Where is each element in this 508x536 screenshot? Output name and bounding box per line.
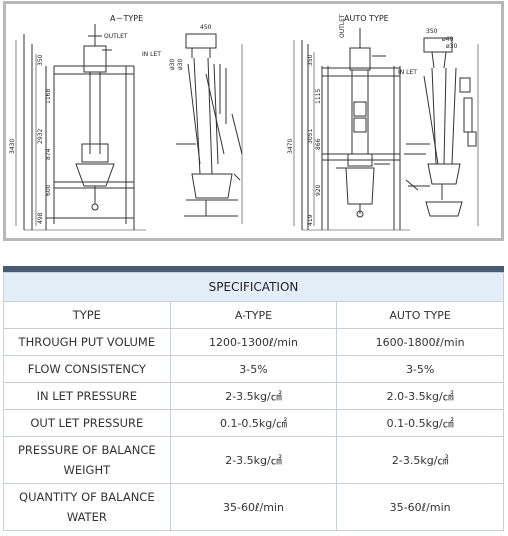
a-type-dim-e: 498 <box>37 212 44 224</box>
a-type-dim-b: 1168 <box>45 89 52 104</box>
a-type-value: 2-3.5kg/㎠ <box>169 382 338 410</box>
a-type-dim-a: 2932 <box>37 129 44 144</box>
auto-type-dim-e: 419 <box>307 214 314 226</box>
row-label: QUANTITY OF BALANCE WATER <box>3 483 171 531</box>
row-label: THROUGH PUT VOLUME <box>3 328 171 356</box>
auto-type-dim-a: 3051 <box>307 129 314 144</box>
a-type-dim-d: 600 <box>45 184 52 196</box>
auto-type-value: 1600-1800ℓ/min <box>336 328 504 356</box>
auto-type-value: 0.1-0.5kg/㎠ <box>336 409 504 437</box>
a-type-value: 1200-1300ℓ/min <box>169 328 338 356</box>
row-label: PRESSURE OF BALANCE WEIGHT <box>3 436 171 484</box>
a-type-dim-pipe1: ø30 <box>169 59 176 70</box>
auto-type-outlet-label: OUTLET <box>339 14 346 38</box>
auto-type-title: AUTO TYPE <box>344 14 389 23</box>
a-type-value: A-TYPE <box>169 301 338 329</box>
a-type-value: 2-3.5kg/㎠ <box>169 436 338 484</box>
table-row: IN LET PRESSURE 2-3.5kg/㎠ 2.0-3.5kg/㎠ <box>3 382 504 410</box>
a-type-value: 3-5% <box>169 355 338 383</box>
table-row: TYPE A-TYPE AUTO TYPE <box>3 301 504 329</box>
table-row: PRESSURE OF BALANCE WEIGHT 2-3.5kg/㎠ 2-3… <box>3 436 504 484</box>
auto-type-inlet-label: IN LET <box>398 69 417 76</box>
a-type-dim-pipe2: ø30 <box>177 59 184 70</box>
auto-type-dim-pipe1: ø40 <box>442 36 453 43</box>
a-type-value: 35-60ℓ/min <box>169 483 338 531</box>
row-label: FLOW CONSISTENCY <box>3 355 171 383</box>
auto-type-dim-width: 350 <box>426 28 438 35</box>
auto-type-dim-c: 866 <box>315 138 322 150</box>
specification-table: SPECIFICATION TYPE A-TYPE AUTO TYPE THRO… <box>3 272 504 531</box>
auto-type-dim-pipe2: ø30 <box>446 43 457 50</box>
a-type-outlet-label: OUTLET <box>104 33 128 40</box>
auto-type-dim-total: 3470 <box>287 139 294 154</box>
table-row: OUT LET PRESSURE 0.1-0.5kg/㎠ 0.1-0.5kg/㎠ <box>3 409 504 437</box>
spec-top-bar <box>3 266 504 272</box>
auto-type-dim-d: 920 <box>315 184 322 196</box>
spec-title: SPECIFICATION <box>3 272 504 302</box>
table-row: FLOW CONSISTENCY 3-5% 3-5% <box>3 355 504 383</box>
auto-type-value: 3-5% <box>336 355 504 383</box>
specification-section: SPECIFICATION TYPE A-TYPE AUTO TYPE THRO… <box>3 266 504 531</box>
technical-drawing-frame: A－TYPE AUTO TYPE OUTLET IN LET 3430 2932… <box>3 1 504 241</box>
auto-type-value: AUTO TYPE <box>336 301 504 329</box>
a-type-inlet-label: IN LET <box>142 51 161 58</box>
auto-type-value: 2-3.5kg/㎠ <box>336 436 504 484</box>
auto-type-dim-b: 1115 <box>315 89 322 104</box>
technical-drawing: A－TYPE AUTO TYPE OUTLET IN LET 3430 2932… <box>9 14 479 231</box>
a-type-dim-c: 874 <box>45 148 52 160</box>
auto-type-dim-top: 350 <box>307 54 314 66</box>
a-type-dim-top: 350 <box>37 54 44 66</box>
table-row: THROUGH PUT VOLUME 1200-1300ℓ/min 1600-1… <box>3 328 504 356</box>
a-type-value: 0.1-0.5kg/㎠ <box>169 409 338 437</box>
auto-type-value: 2.0-3.5kg/㎠ <box>336 382 504 410</box>
table-row: QUANTITY OF BALANCE WATER 35-60ℓ/min 35-… <box>3 483 504 531</box>
a-type-dim-total: 3430 <box>9 139 16 154</box>
auto-type-value: 35-60ℓ/min <box>336 483 504 531</box>
row-label: IN LET PRESSURE <box>3 382 171 410</box>
a-type-title: A－TYPE <box>110 14 143 23</box>
row-label: OUT LET PRESSURE <box>3 409 171 437</box>
a-type-dim-width: 450 <box>200 24 212 31</box>
row-label: TYPE <box>3 301 171 329</box>
